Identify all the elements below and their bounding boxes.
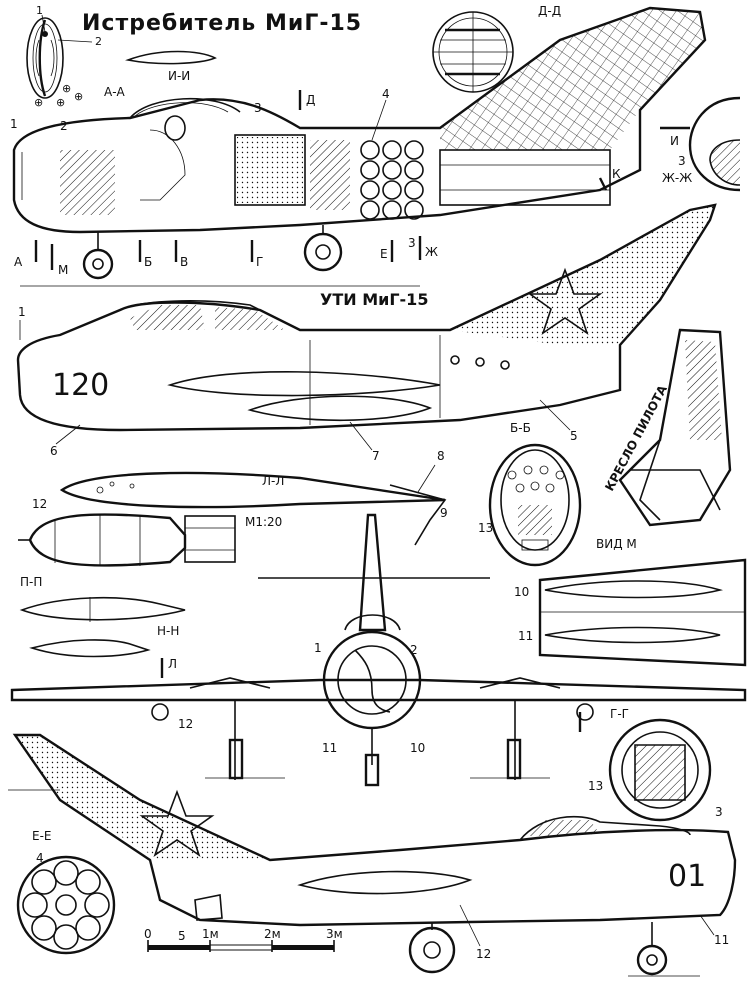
section-label-dd: Д-Д [538,4,561,18]
section-zhzh [660,96,741,192]
svg-text:В: В [180,255,188,269]
section-label-nn: Н-Н [157,624,179,638]
section-gg [608,718,712,822]
svg-text:⊕: ⊕ [56,96,65,109]
uti-title: УТИ МиГ-15 [320,290,428,309]
cut-mark-l: Л [168,657,177,671]
airfoil-ii [125,50,217,65]
callout-2-aa: 2 [60,119,68,133]
scale-tick-0: 0 [144,927,152,941]
section-ll [59,471,447,546]
callout-3-aa: 3 [254,101,262,115]
section-label-gg: Г-Г [610,707,629,721]
section-label-ll: Л-Л [262,474,284,488]
callout-1-uti: 1 [18,305,26,319]
svg-text:Б: Б [144,255,152,269]
svg-text:3: 3 [408,236,416,250]
callout-3-zh: 3 [678,154,686,168]
callout-2-front: 2 [410,643,418,657]
top-profile-cutaway [12,6,707,287]
svg-text:⊕: ⊕ [34,96,43,109]
airfoil-pp [19,596,186,621]
section-ee-engine-cans [16,855,116,955]
svg-text:М: М [58,263,68,277]
callout-3-gg: 3 [715,805,723,819]
bomb-drawing [18,513,236,567]
side-number-01: 01 [668,859,706,894]
side-number-120: 120 [52,368,109,403]
callout-8: 8 [437,449,445,463]
section-label-pp: П-П [20,575,42,589]
svg-text:⊕: ⊕ [62,82,71,95]
callout-5-uti: 5 [570,429,578,443]
view-m-drawing [538,558,747,667]
callout-7-uti: 7 [372,449,380,463]
callout-11-front: 11 [322,741,337,755]
intake-front-section [26,17,64,99]
marker-crosses: ⊕⊕ ⊕⊕ [34,82,83,109]
scale-tick-1m: 1м [202,927,219,941]
callout-13-bb: 13 [478,521,493,535]
section-label-bb: Б-Б [510,421,531,435]
section-label-ee: Е-Е [32,829,52,843]
section-label-ii: И-И [168,69,190,83]
pilot-seat-drawing [618,328,732,527]
callout-13-gg: 13 [588,779,603,793]
section-dd-fuselage [432,11,514,93]
svg-text:Д: Д [306,93,315,107]
callout-i: И [670,134,679,148]
section-label-view-m: ВИД М [596,537,637,551]
callout-12-bomb: 12 [32,497,47,511]
section-label-aa: А-А [104,85,126,99]
callout-11-bottom: 11 [714,933,729,947]
callout-2: 2 [95,35,102,48]
uti-side-profile [16,203,717,432]
scale-tick-3m: 3м [326,927,343,941]
cut-marks-top: А М Б В Г Д Е 3 Ж К [14,90,621,277]
callout-10-front: 10 [410,741,425,755]
callout-10-view: 10 [514,585,529,599]
callout-11-view: 11 [518,629,533,643]
callout-1-front: 1 [314,641,322,655]
section-bb [488,443,582,567]
section-label-zhzh: Ж-Ж [662,171,692,185]
callout-12-front: 12 [178,717,193,731]
scale-bar [147,940,335,952]
engine-cutaway [310,140,424,220]
airfoil-nn [29,639,151,658]
callout-4-ee: 4 [36,851,44,865]
bottom-side-profile [8,733,737,977]
svg-text:⊕: ⊕ [74,90,83,103]
front-view [10,513,747,787]
callout-6-uti: 6 [50,444,58,458]
svg-text:Г: Г [256,255,263,269]
main-title: Истребитель МиГ-15 [82,11,362,36]
callout-9: 9 [440,506,448,520]
svg-text:Ж: Ж [425,245,438,259]
callout-1-aa: 1 [10,117,18,131]
svg-text:А: А [14,255,23,269]
svg-text:Е: Е [380,247,388,261]
svg-text:К: К [612,167,621,181]
callout-5-bottom: 5 [178,929,186,943]
callout-4-aa: 4 [382,87,390,101]
callout-1: 1 [36,4,43,17]
scale-note: M1:20 [245,515,282,529]
scale-tick-2m: 2м [264,927,281,941]
callout-12-bottom: 12 [476,947,491,961]
